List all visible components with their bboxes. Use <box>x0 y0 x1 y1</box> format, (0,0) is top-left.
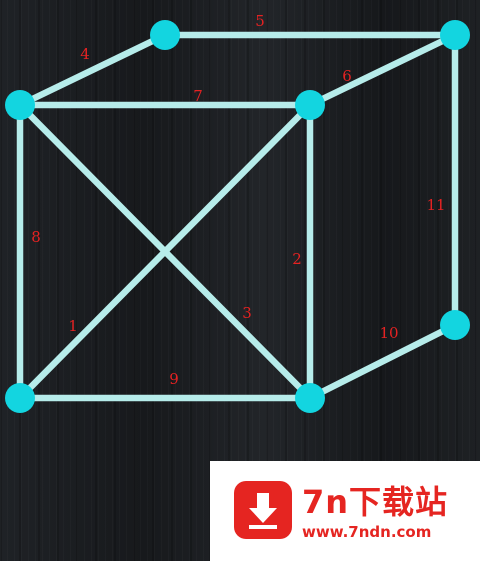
edge-label-5: 5 <box>255 12 265 30</box>
edge-4[interactable] <box>16 31 169 109</box>
download-arrow-icon <box>234 481 292 539</box>
node-fBL[interactable] <box>5 383 35 413</box>
node-bBR[interactable] <box>440 310 470 340</box>
node-bTL[interactable] <box>150 20 180 50</box>
edge-label-4: 4 <box>80 45 90 63</box>
node-fBR[interactable] <box>295 383 325 413</box>
node-bTR[interactable] <box>440 20 470 50</box>
edge-label-2: 2 <box>292 250 302 268</box>
edge-label-9: 9 <box>169 370 179 388</box>
nodes-layer <box>5 20 470 413</box>
edge-3[interactable] <box>16 101 314 402</box>
edge-6[interactable] <box>306 31 459 109</box>
edge-label-11: 11 <box>426 196 445 214</box>
watermark-title: 7n下载站 <box>302 483 449 521</box>
node-fTL[interactable] <box>5 90 35 120</box>
edges-layer <box>16 31 459 402</box>
edge-label-10: 10 <box>379 324 398 342</box>
labels-layer: 1 2 3 4 5 6 7 8 9 10 11 <box>31 12 445 388</box>
watermark-url: www.7ndn.com <box>302 523 432 541</box>
node-fTR[interactable] <box>295 90 325 120</box>
edge-label-6: 6 <box>342 67 352 85</box>
edge-label-3: 3 <box>242 304 252 322</box>
edge-label-1: 1 <box>68 317 78 335</box>
edge-label-7: 7 <box>193 87 203 105</box>
site-watermark: 7n下载站 www.7ndn.com <box>210 461 480 561</box>
edge-10[interactable] <box>306 321 459 402</box>
edge-label-8: 8 <box>31 228 41 246</box>
